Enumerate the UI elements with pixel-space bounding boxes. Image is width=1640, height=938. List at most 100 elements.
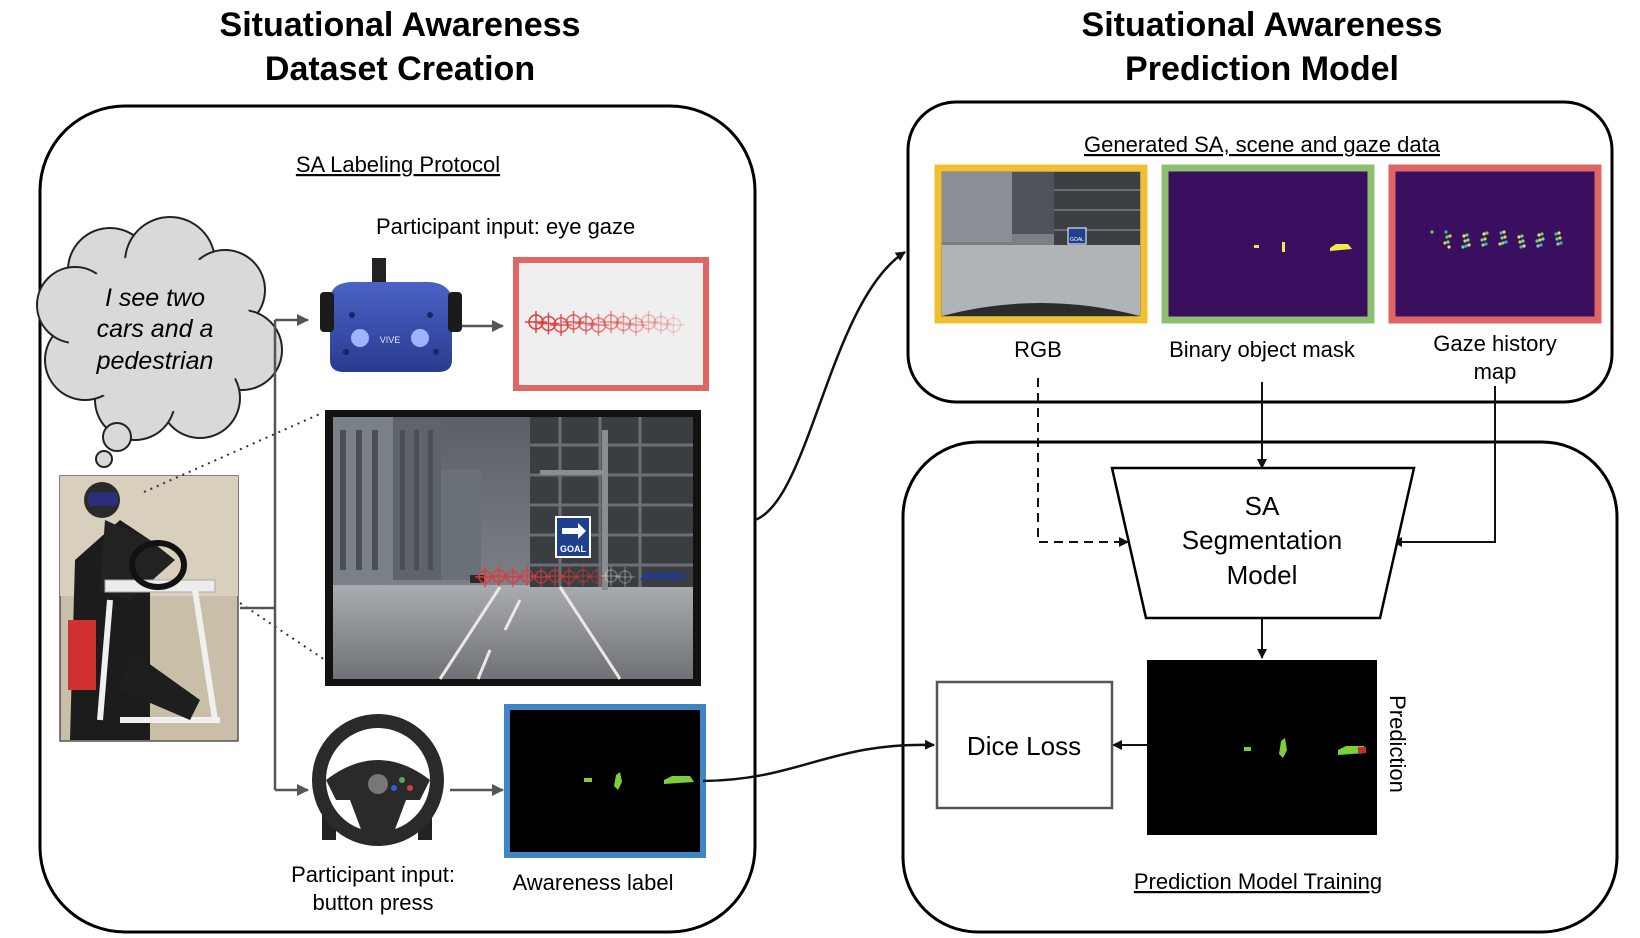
- model-label-line1: SA: [1245, 491, 1280, 521]
- gaze-history-dot: [1483, 237, 1487, 241]
- awareness-label-image: [504, 704, 706, 858]
- headset-brand-text: VIVE: [380, 335, 401, 345]
- scene-gaze-crosshair-marker: [475, 567, 495, 587]
- button-press-label-line1: Participant input:: [291, 862, 455, 887]
- gaze-history-dot: [1558, 236, 1562, 240]
- scene-gaze-crosshair-marker: [601, 566, 621, 586]
- gaze-history-dot: [1504, 240, 1508, 244]
- awareness-label-frame: [504, 704, 706, 858]
- gaze-history-dot: [1465, 233, 1469, 237]
- training-panel-footer: Prediction Model Training: [1134, 869, 1382, 894]
- dataset-to-generated-arrow: [754, 250, 906, 522]
- gaze-map-frame: [1388, 164, 1602, 324]
- gaze-history-dot: [1462, 234, 1466, 238]
- gaze-history-dot: [1446, 240, 1450, 244]
- gaze-history-dot: [1518, 240, 1522, 244]
- gaze-history-dot: [1541, 237, 1545, 241]
- gaze-history-dot: [1482, 232, 1486, 236]
- sa-segmentation-model-block: [1110, 466, 1416, 620]
- gaze-history-dots: [1430, 230, 1563, 249]
- gaze-history-dot: [1498, 242, 1502, 246]
- gaze-crosshair-marker: [625, 314, 647, 336]
- model-label-line2: Segmentation: [1182, 525, 1342, 555]
- gaze-history-dot: [1481, 243, 1485, 247]
- left-title-line2: Dataset Creation: [265, 50, 535, 88]
- model-label-line3: Model: [1227, 560, 1298, 590]
- gaze-crosshair-marker: [587, 314, 610, 336]
- scene-gaze-markers: [475, 566, 635, 587]
- thought-line-2: cars and a: [97, 315, 214, 343]
- scene-gaze-crosshair-marker: [559, 567, 579, 587]
- gaze-map-to-model-arrow: [1392, 386, 1496, 547]
- rgb-thumbnail: [934, 164, 1148, 324]
- gaze-crosshair-marker: [575, 312, 597, 335]
- dice-loss-block: [935, 680, 1114, 810]
- gaze-history-map: [1388, 164, 1602, 324]
- gaze-history-dot: [1484, 242, 1488, 246]
- gaze-crosshair-marker: [525, 311, 547, 333]
- gaze-history-dot: [1519, 245, 1523, 249]
- gaze-history-dot: [1556, 242, 1560, 246]
- sa-labeling-protocol-heading: SA Labeling Protocol: [296, 152, 500, 177]
- vr-headset-icon: [320, 258, 462, 372]
- gaze-map-caption-line2: map: [1474, 359, 1517, 384]
- thought-cloud: [36, 216, 283, 468]
- rgb-goal-sign-text: GOAL: [1070, 237, 1084, 243]
- gaze-history-dot: [1559, 241, 1563, 245]
- gaze-history-dot: [1540, 232, 1544, 236]
- scene-gaze-crosshair-marker: [489, 566, 509, 586]
- gaze-history-dot: [1503, 235, 1507, 239]
- gaze-history-dot: [1538, 238, 1542, 242]
- gaze-history-dot: [1466, 238, 1470, 242]
- eye-gaze-input-label: Participant input: eye gaze: [376, 214, 635, 239]
- zoom-line-bottom: [239, 602, 326, 661]
- gaze-history-dot: [1461, 245, 1465, 249]
- gaze-history-dot: [1537, 233, 1541, 237]
- scene-gaze-crosshair-marker: [615, 567, 635, 587]
- label-to-dice-loss-arrow: [702, 739, 935, 783]
- right-title-line1: Situational Awareness: [1082, 6, 1443, 44]
- gaze-history-dot: [1517, 235, 1521, 239]
- gaze-map-caption-line1: Gaze history: [1433, 331, 1557, 356]
- scene-gaze-crosshair-marker: [545, 566, 565, 586]
- prediction-image: [1147, 660, 1377, 835]
- gaze-history-dot: [1535, 239, 1539, 243]
- dice-loss-label: Dice Loss: [967, 731, 1081, 761]
- gaze-history-dot: [1554, 232, 1558, 236]
- gaze-history-dot: [1480, 238, 1484, 242]
- thought-line-3: pedestrian: [96, 347, 214, 375]
- thought-line-1: I see two: [105, 284, 205, 312]
- gaze-history-dot: [1499, 231, 1503, 235]
- gaze-history-dot: [1464, 244, 1468, 248]
- gaze-history-dot: [1500, 236, 1504, 240]
- gaze-history-dot: [1522, 244, 1526, 248]
- rgb-caption: RGB: [1014, 337, 1062, 362]
- gaze-crosshair-marker: [612, 312, 635, 335]
- binary-object-mask: [1161, 164, 1375, 324]
- gaze-crosshair-marker: [537, 312, 560, 335]
- training-panel: [901, 440, 1619, 934]
- prediction-caption: Prediction: [1385, 695, 1410, 793]
- gaze-history-dot: [1448, 234, 1452, 238]
- button-press-label-line2: button press: [312, 890, 433, 915]
- gaze-history-dot: [1555, 237, 1559, 241]
- steering-wheel-icon: [312, 714, 444, 846]
- right-title-line2: Prediction Model: [1125, 50, 1399, 88]
- eye-gaze-markers: [525, 311, 685, 336]
- gaze-history-dot: [1485, 231, 1489, 235]
- awareness-label-caption: Awareness label: [512, 870, 673, 895]
- gaze-history-dot: [1521, 239, 1525, 243]
- participant-simulator-photo: [59, 475, 239, 742]
- gaze-history-dot: [1430, 230, 1434, 234]
- driving-scene: [325, 410, 701, 686]
- gaze-crosshair-marker: [600, 311, 622, 333]
- gaze-history-dot: [1463, 239, 1467, 243]
- scene-gaze-crosshair-marker: [503, 567, 523, 587]
- binary-mask-caption: Binary object mask: [1169, 337, 1356, 362]
- scene-gaze-crosshair-marker: [517, 566, 537, 586]
- scene-gaze-crosshair-marker: [587, 567, 607, 587]
- gaze-history-dot: [1445, 235, 1449, 239]
- gaze-history-dot: [1443, 241, 1447, 245]
- gaze-history-dot: [1447, 245, 1451, 249]
